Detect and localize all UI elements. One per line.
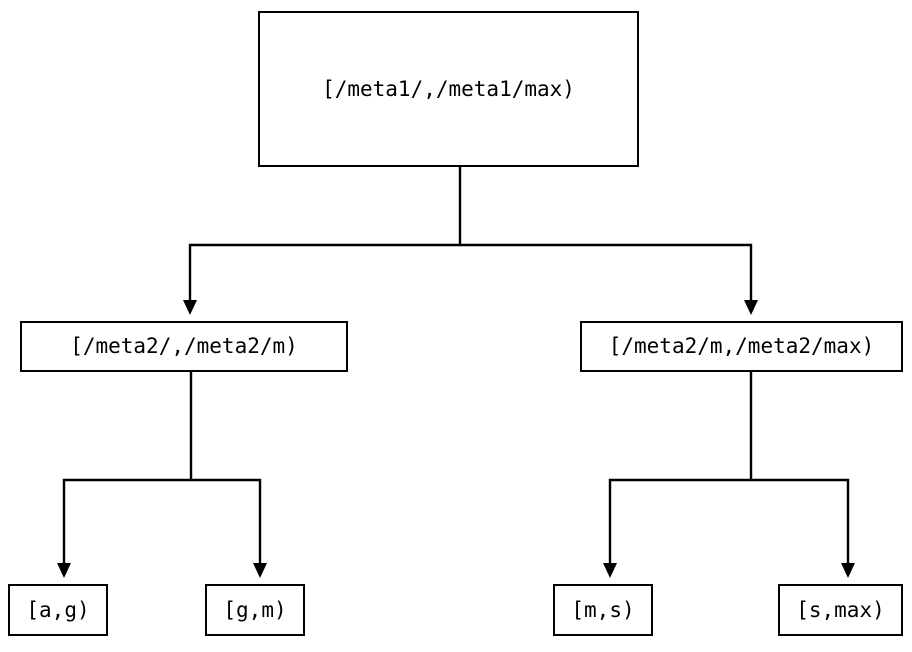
- tree-node-label: [g,m): [223, 597, 287, 622]
- arrowhead-icon: [183, 300, 197, 315]
- tree-node-leaf-gm[interactable]: [g,m): [205, 584, 305, 636]
- edge-mid-left-to-leaf-gm: [191, 478, 267, 578]
- tree-node-leaf-ms[interactable]: [m,s): [553, 584, 653, 636]
- arrowhead-icon: [603, 563, 617, 578]
- tree-node-mid-right[interactable]: [/meta2/m,/meta2/max): [580, 321, 903, 372]
- tree-node-label: [/meta2/,/meta2/m): [70, 334, 298, 358]
- edge-root-to-mid-right: [460, 243, 758, 315]
- tree-node-label: [m,s): [571, 597, 635, 622]
- tree-node-label: [/meta1/,/meta1/max): [322, 76, 575, 101]
- arrowhead-icon: [253, 563, 267, 578]
- arrowhead-icon: [57, 563, 71, 578]
- tree-node-label: [/meta2/m,/meta2/max): [608, 334, 875, 358]
- tree-node-leaf-smax[interactable]: [s,max): [778, 584, 903, 636]
- tree-node-label: [s,max): [796, 597, 885, 622]
- edge-mid-right-to-leaf-smax: [751, 478, 855, 578]
- tree-node-mid-left[interactable]: [/meta2/,/meta2/m): [20, 321, 348, 372]
- edge-mid-left-to-leaf-ag: [57, 372, 193, 578]
- arrowhead-icon: [841, 563, 855, 578]
- tree-node-label: [a,g): [26, 597, 90, 622]
- arrowhead-icon: [744, 300, 758, 315]
- edge-mid-right-to-leaf-ms: [603, 372, 753, 578]
- tree-node-leaf-ag[interactable]: [a,g): [8, 584, 108, 636]
- tree-node-root[interactable]: [/meta1/,/meta1/max): [258, 11, 639, 167]
- edge-root-to-mid-left: [183, 167, 462, 315]
